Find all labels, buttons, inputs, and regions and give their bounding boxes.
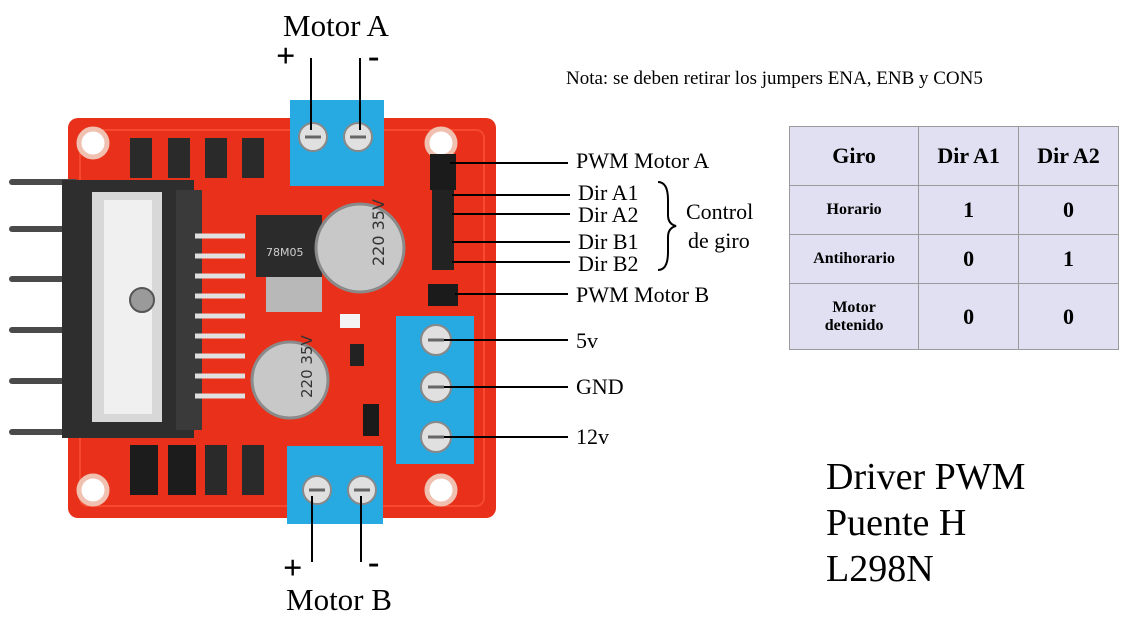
- table-row: Antihorario 0 1: [790, 235, 1119, 284]
- gnd-label: GND: [576, 376, 624, 398]
- 12v-label: 12v: [576, 426, 609, 448]
- dir-b2-label: Dir B2: [578, 253, 639, 275]
- motor-a-minus: -: [368, 40, 379, 74]
- control-de-giro-line2: de giro: [688, 230, 750, 252]
- header-dir-a1: Dir A1: [919, 127, 1019, 186]
- pwm-motor-b-label: PWM Motor B: [576, 284, 709, 306]
- table-header-row: Giro Dir A1 Dir A2: [790, 127, 1119, 186]
- table-row: Motor detenido 0 0: [790, 284, 1119, 350]
- terminal-power: [396, 316, 474, 464]
- dir-a1-label: Dir A1: [578, 182, 639, 204]
- terminal-motor-a: [290, 100, 384, 186]
- svg-text:78M05: 78M05: [266, 246, 304, 259]
- motor-a-label: Motor A: [283, 10, 389, 41]
- pwm-motor-a-label: PWM Motor A: [576, 150, 709, 172]
- dir-a2-label: Dir A2: [578, 204, 639, 226]
- jumper-note: Nota: se deben retirar los jumpers ENA, …: [566, 68, 983, 90]
- control-de-giro-line1: Control: [686, 201, 753, 223]
- motor-a-plus: +: [276, 40, 295, 74]
- power-led: [340, 314, 360, 328]
- cell-a2: 1: [1019, 235, 1119, 284]
- svg-text:220 35V: 220 35V: [298, 335, 316, 398]
- row-label: Motor detenido: [790, 284, 919, 350]
- cell-a1: 1: [919, 186, 1019, 235]
- title-line2: Puente H: [826, 500, 966, 546]
- dir-b1-label: Dir B1: [578, 231, 639, 253]
- 5v-label: 5v: [576, 330, 598, 352]
- terminal-motor-b: [287, 446, 383, 524]
- table-row: Horario 1 0: [790, 186, 1119, 235]
- motor-b-plus: +: [283, 552, 302, 586]
- title-line3: L298N: [826, 546, 934, 592]
- row-label: Horario: [790, 186, 919, 235]
- header-dir-a2: Dir A2: [1019, 127, 1119, 186]
- con5-jumper: [363, 404, 379, 436]
- row-label: Antihorario: [790, 235, 919, 284]
- cell-a1: 0: [919, 235, 1019, 284]
- title-line1: Driver PWM: [826, 454, 1025, 500]
- resistor: [350, 344, 364, 366]
- row-label-line2: detenido: [825, 317, 884, 334]
- header-giro: Giro: [790, 127, 919, 186]
- row-label-line1: Motor: [832, 299, 876, 316]
- motor-b-minus: -: [368, 546, 379, 580]
- motor-b-label: Motor B: [286, 584, 392, 615]
- cell-a2: 0: [1019, 284, 1119, 350]
- svg-text:220 35V: 220 35V: [369, 199, 388, 266]
- cell-a1: 0: [919, 284, 1019, 350]
- cell-a2: 0: [1019, 186, 1119, 235]
- direction-table: Giro Dir A1 Dir A2 Horario 1 0 Antihorar…: [789, 126, 1119, 350]
